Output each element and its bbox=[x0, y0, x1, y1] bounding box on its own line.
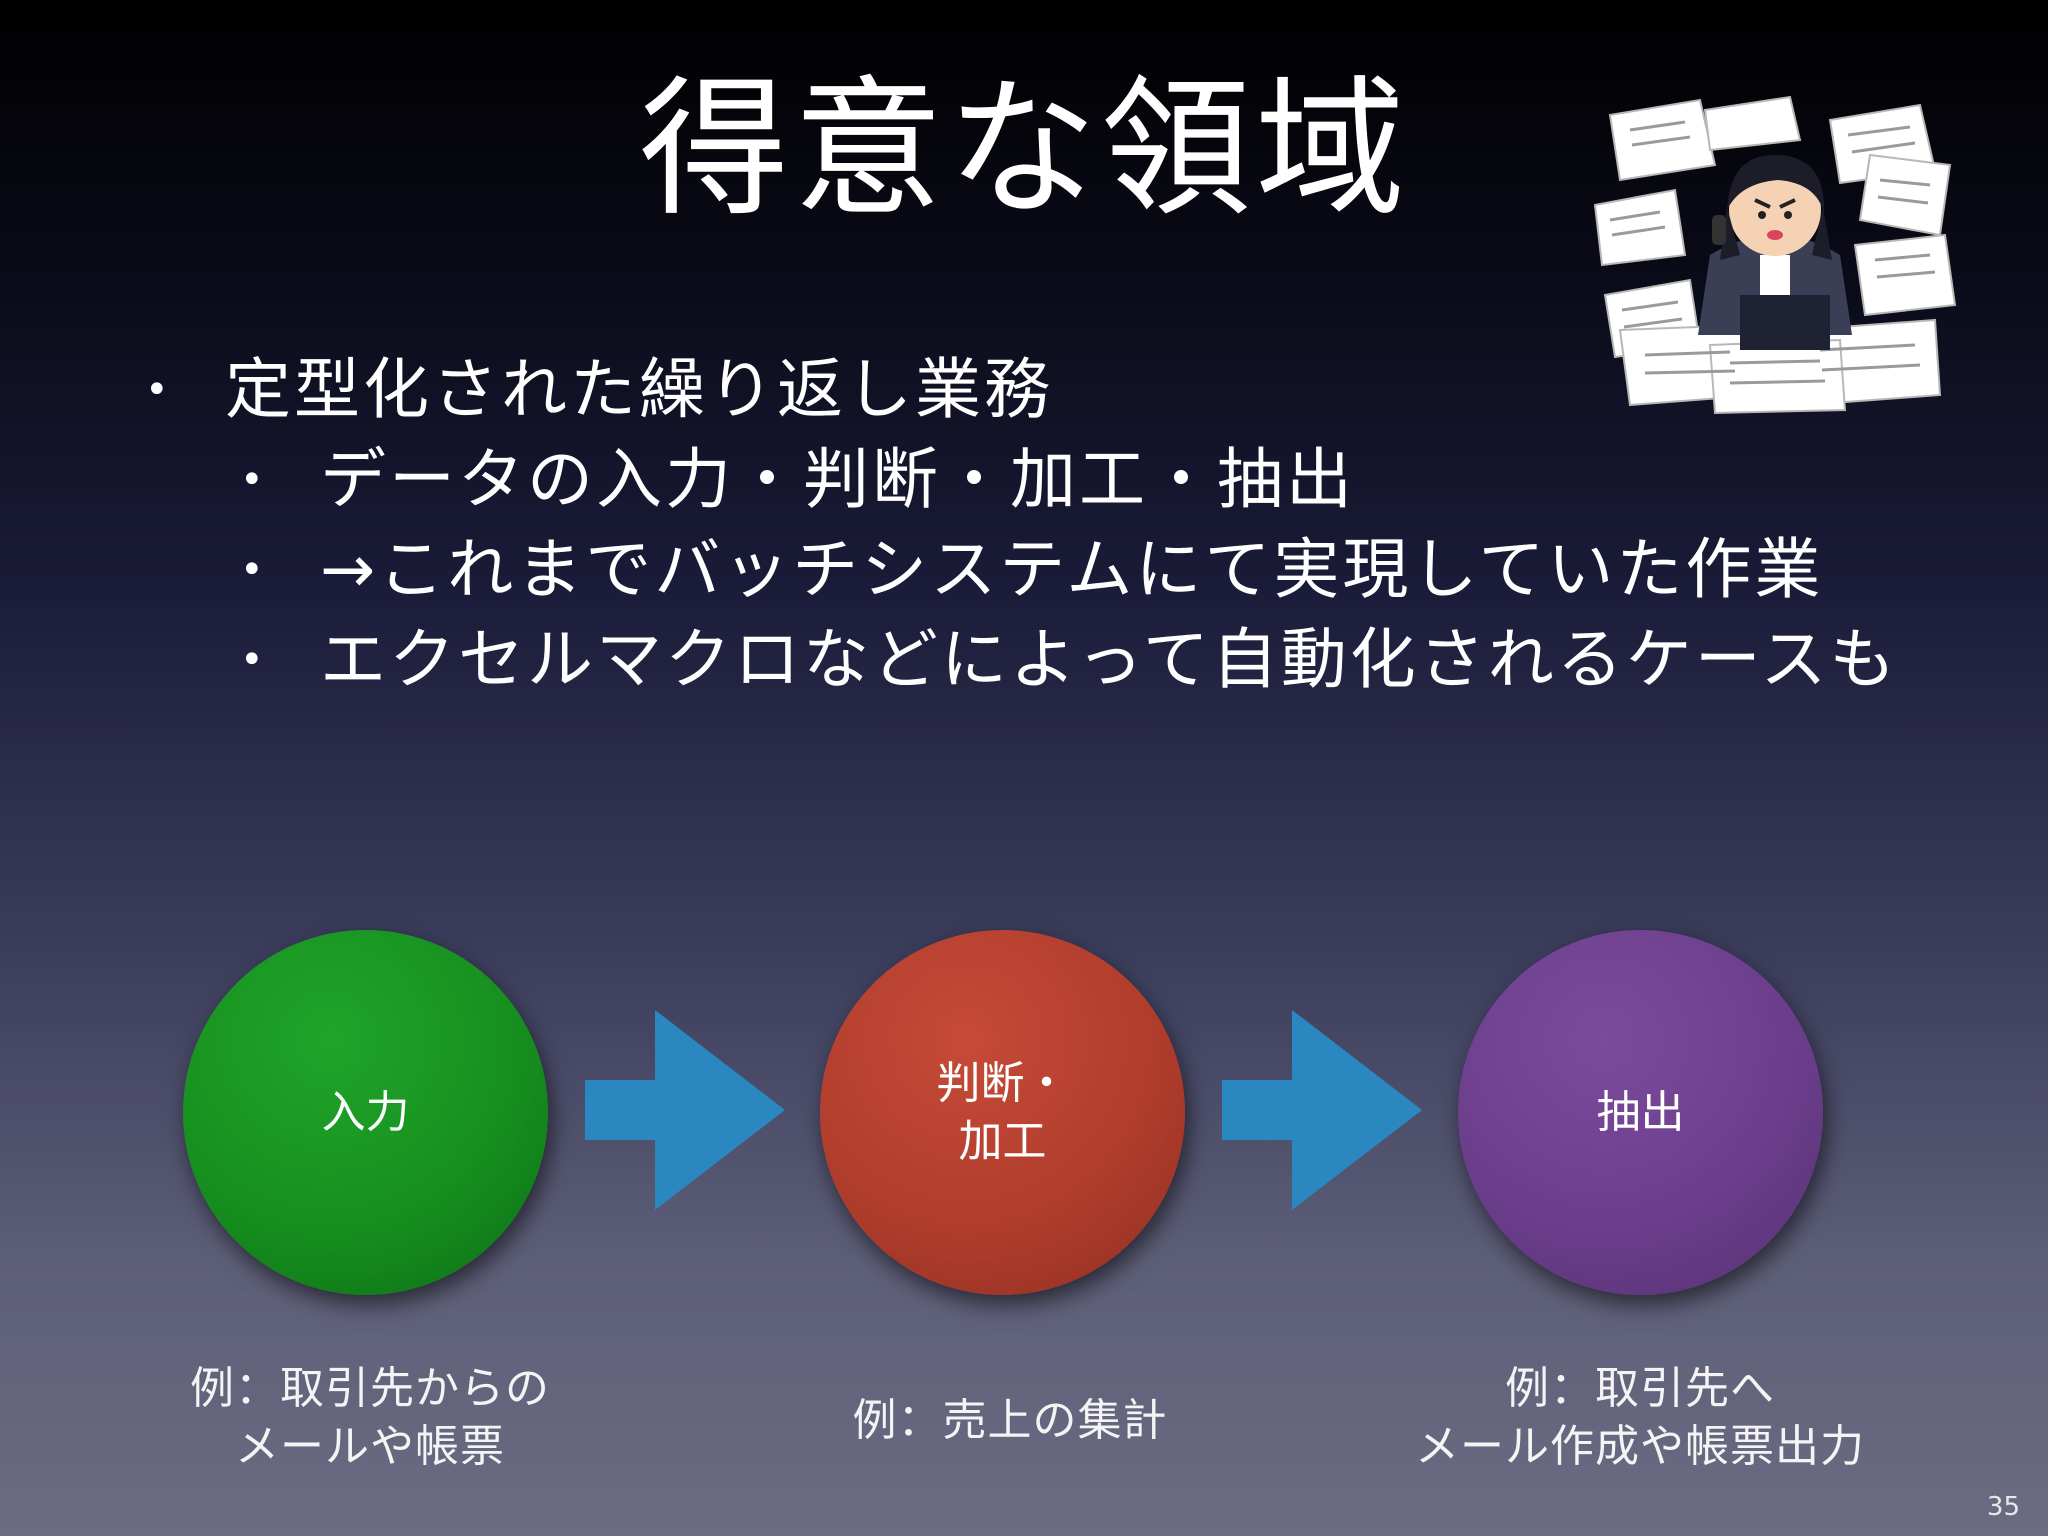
right-arrow-icon bbox=[585, 1010, 785, 1210]
bullet-text: 定型化された繰り返し業務 bbox=[225, 351, 1053, 428]
bullet-text: →これまでバッチシステムにて実現していた作業 bbox=[320, 531, 1824, 608]
bullet-item: • 定型化された繰り返し業務 bbox=[145, 345, 2025, 435]
flow-step-extract: 抽出 bbox=[1458, 930, 1823, 1295]
bullet-text: エクセルマクロなどによって自動化されるケースも bbox=[320, 621, 1899, 698]
slide-title: 得意な領域 bbox=[638, 63, 1409, 237]
bullet-dot: • bbox=[240, 547, 267, 593]
flow-step-judge-process: 判断・ 加工 bbox=[820, 930, 1185, 1295]
overworked-worker-illustration bbox=[1593, 95, 1957, 415]
bullet-item: • →これまでバッチシステムにて実現していた作業 bbox=[145, 525, 2025, 615]
flow-caption-input: 例：取引先からの メールや帳票 bbox=[190, 1363, 550, 1472]
bullet-item: • データの入力・判断・加工・抽出 bbox=[145, 435, 2025, 525]
flow-caption-extract: 例：取引先へ メール作成や帳票出力 bbox=[1415, 1363, 1865, 1472]
page-number: 35 bbox=[1986, 1492, 2020, 1522]
flow-caption-judge-process: 例：売上の集計 bbox=[852, 1395, 1168, 1446]
bullet-dot: • bbox=[240, 637, 267, 683]
bullet-item: • エクセルマクロなどによって自動化されるケースも bbox=[145, 615, 2025, 705]
right-arrow-icon bbox=[1222, 1010, 1422, 1210]
bullet-dot: • bbox=[240, 457, 267, 503]
bullet-text: データの入力・判断・加工・抽出 bbox=[320, 441, 1355, 518]
flow-step-input: 入力 bbox=[183, 930, 548, 1295]
bullet-dot: • bbox=[145, 367, 172, 413]
bullet-list: • 定型化された繰り返し業務 • データの入力・判断・加工・抽出 • →これまで… bbox=[145, 345, 2025, 705]
